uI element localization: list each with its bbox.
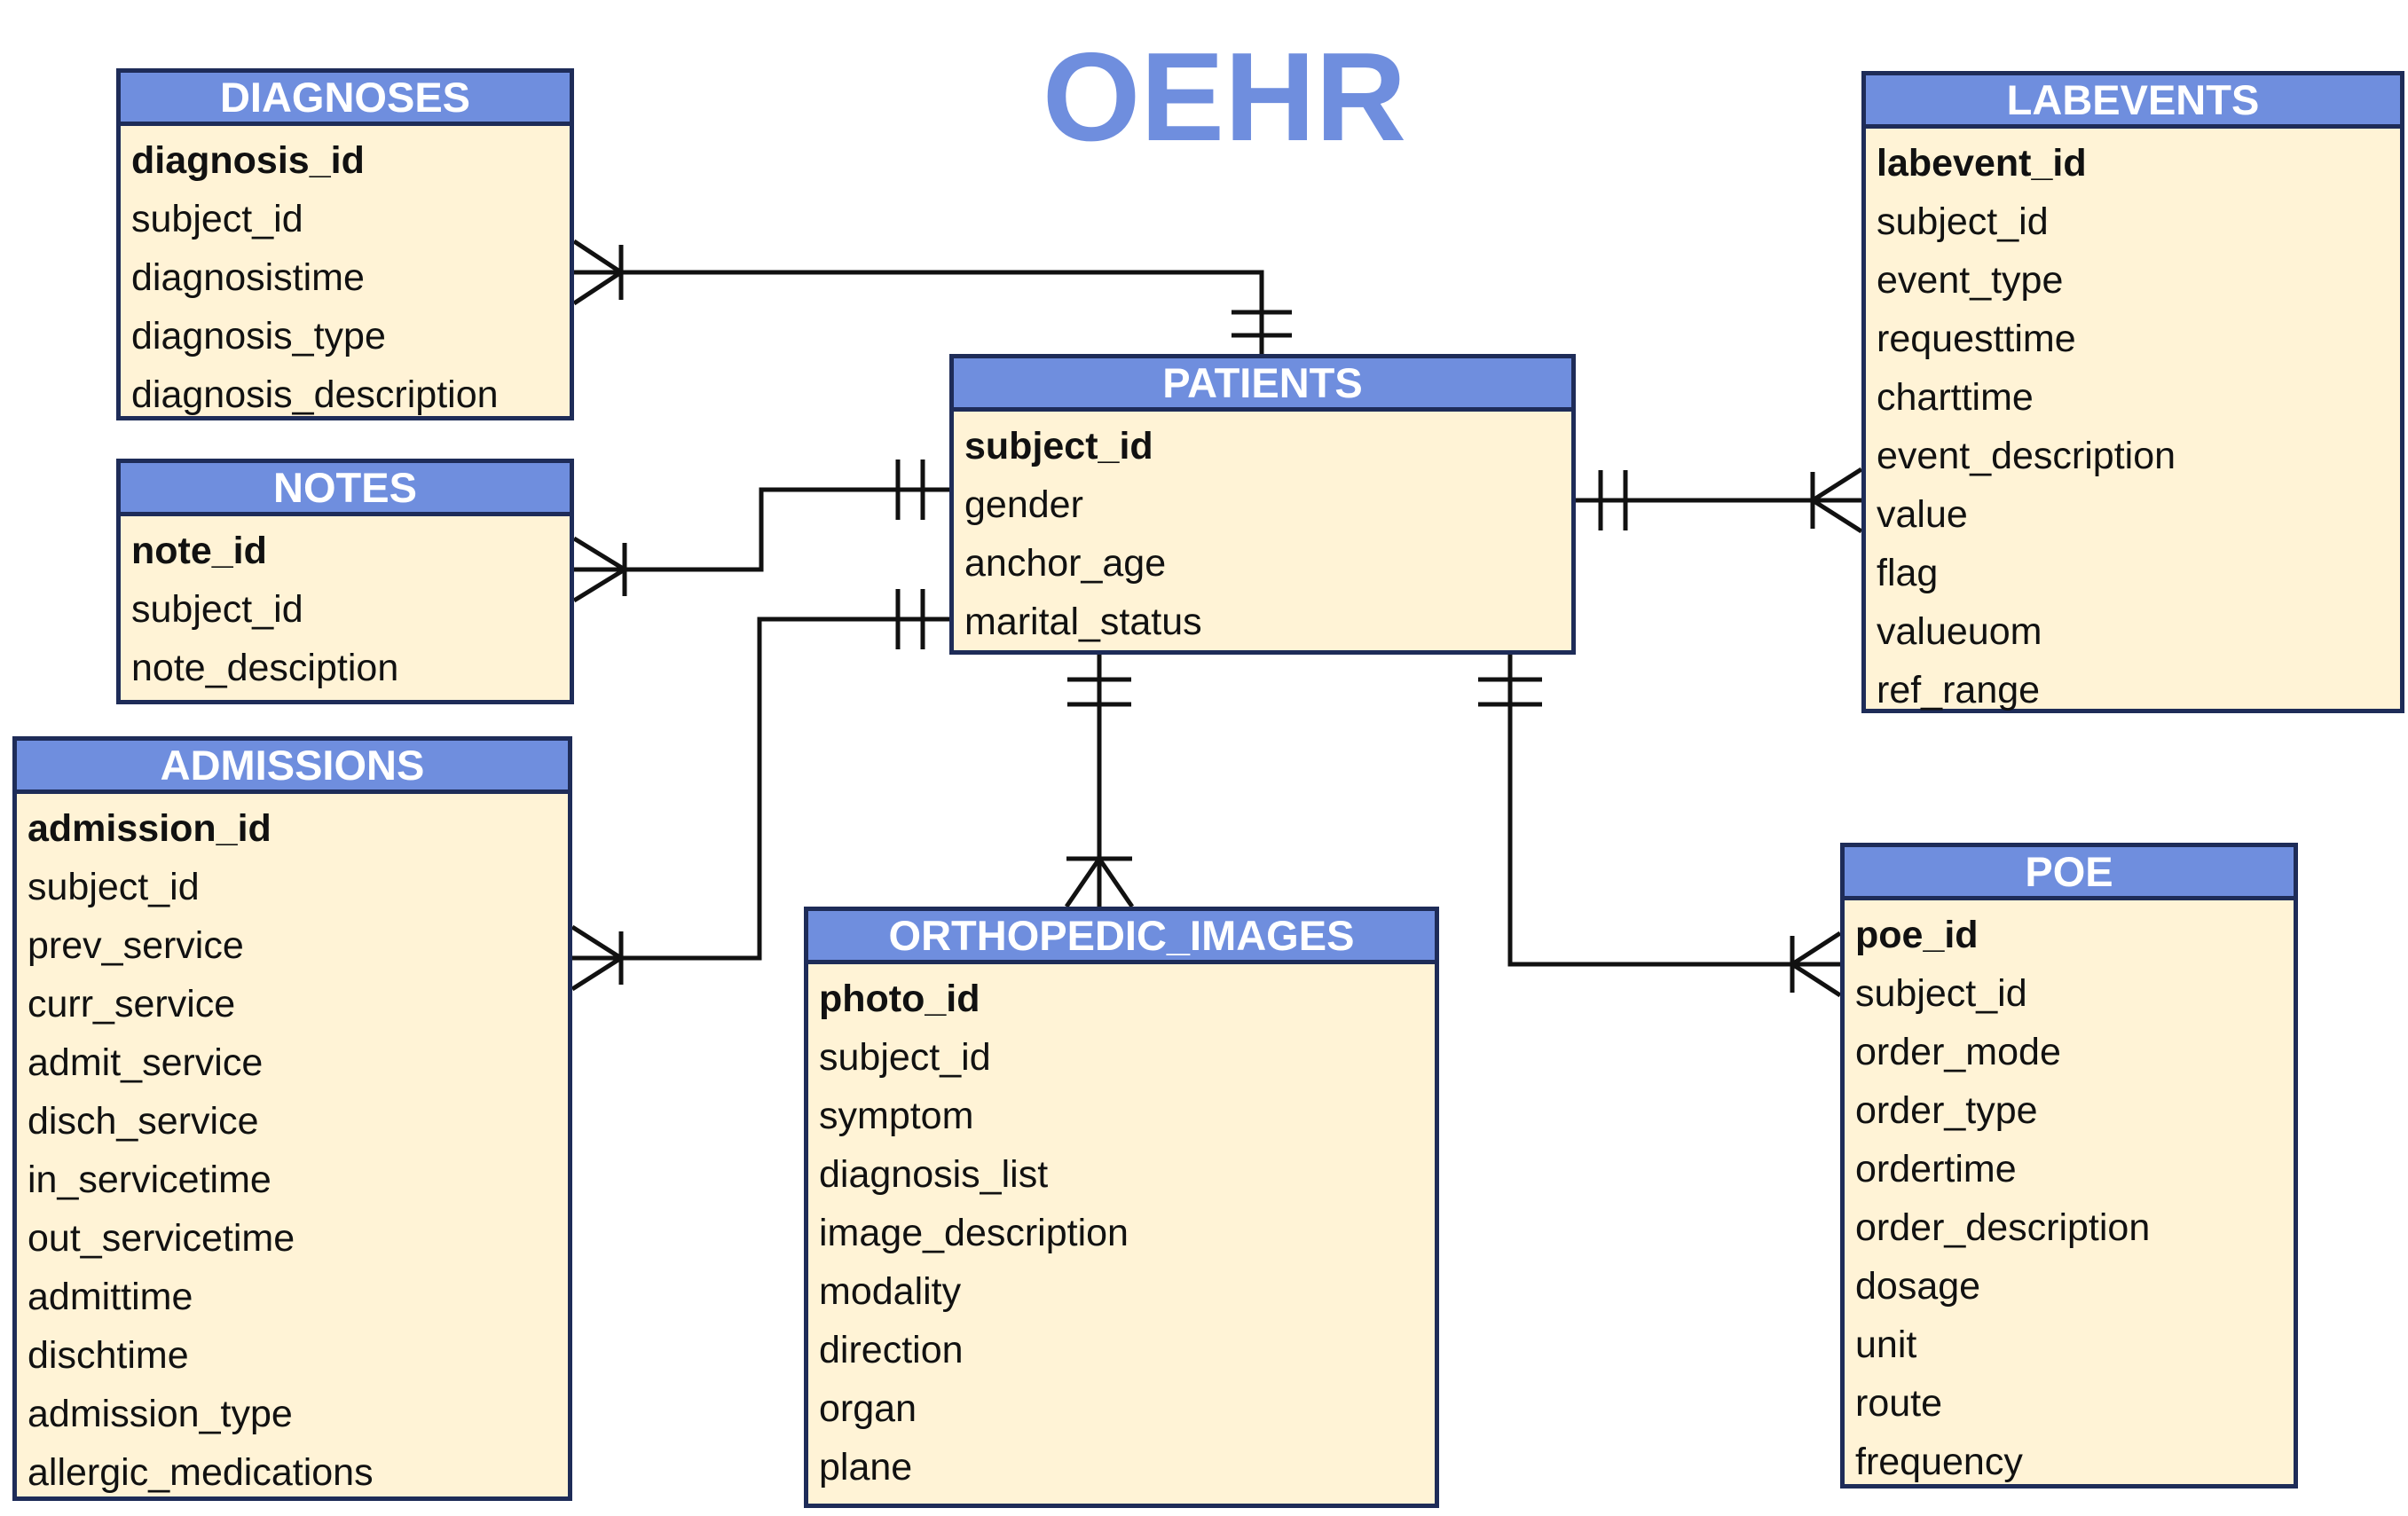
entity-orthopedic-images[interactable]: ORTHOPEDIC_IMAGES photo_id subject_id sy… (804, 907, 1439, 1508)
field-list: poe_id subject_id order_mode order_type … (1845, 900, 2294, 1491)
entity-header: ORTHOPEDIC_IMAGES (808, 911, 1435, 964)
field: prev_service (28, 924, 244, 967)
field: ordertime (1855, 1148, 2017, 1190)
field: organ (819, 1387, 917, 1430)
field: dosage (1855, 1265, 1981, 1308)
relationship-patients-orthopedic-images (1064, 655, 1135, 908)
field: in_servicetime (28, 1159, 271, 1201)
field: flag (1877, 552, 1939, 594)
field: anchor_age (964, 542, 1167, 585)
field: note_desciption (131, 647, 399, 689)
field: disch_service (28, 1100, 259, 1143)
field: diagnosis_type (131, 315, 386, 357)
field: valueuom (1877, 610, 2042, 653)
field: admit_service (28, 1041, 264, 1084)
entity-labevents[interactable]: LABEVENTS labevent_id subject_id event_t… (1861, 71, 2404, 713)
field-list: note_id subject_id note_desciption (121, 516, 570, 697)
field: admission_type (28, 1393, 293, 1435)
field: value (1877, 493, 1968, 536)
field: order_description (1855, 1206, 2151, 1249)
entity-admissions[interactable]: ADMISSIONS admission_id subject_id prev_… (12, 736, 572, 1501)
field: route (1855, 1382, 1943, 1425)
field: frequency (1855, 1441, 2023, 1483)
field: admittime (28, 1276, 193, 1318)
field-primary-key: note_id (131, 530, 267, 572)
field: subject_id (131, 588, 303, 631)
field-list: subject_id gender anchor_age marital_sta… (954, 412, 1571, 651)
field: subject_id (819, 1036, 991, 1079)
field: diagnosis_list (819, 1153, 1049, 1196)
entity-header: POE (1845, 847, 2294, 900)
field: order_type (1855, 1089, 2038, 1132)
field: diagnosistime (131, 256, 365, 299)
field: unit (1855, 1324, 1917, 1366)
field-list: photo_id subject_id symptom diagnosis_li… (808, 964, 1435, 1496)
field: marital_status (964, 601, 1202, 643)
field: requesttime (1877, 318, 2076, 360)
field: diagnosis_description (131, 373, 499, 416)
entity-header: DIAGNOSES (121, 73, 570, 126)
field: gender (964, 483, 1083, 526)
entity-poe[interactable]: POE poe_id subject_id order_mode order_t… (1840, 843, 2298, 1489)
field: modality (819, 1270, 962, 1313)
field: out_servicetime (28, 1217, 295, 1260)
field: event_description (1877, 435, 2176, 477)
field: allergic_medications (28, 1451, 374, 1494)
field: plane (819, 1446, 913, 1489)
field: ref_range (1877, 669, 2041, 711)
relationship-patients-diagnoses (572, 239, 1292, 354)
field: symptom (819, 1095, 974, 1137)
entity-header: LABEVENTS (1866, 75, 2400, 129)
field: charttime (1877, 376, 2034, 419)
field: order_mode (1855, 1031, 2061, 1073)
field-primary-key: diagnosis_id (131, 139, 365, 182)
field: dischtime (28, 1334, 189, 1377)
entity-notes[interactable]: NOTES note_id subject_id note_desciption (116, 459, 574, 704)
field: subject_id (1855, 972, 2027, 1015)
field: subject_id (1877, 200, 2049, 243)
field: event_type (1877, 259, 2064, 302)
field: subject_id (131, 198, 303, 240)
entity-header: NOTES (121, 463, 570, 516)
field-list: labevent_id subject_id event_type reques… (1866, 129, 2400, 719)
field-primary-key: poe_id (1855, 914, 1979, 956)
field-primary-key: labevent_id (1877, 142, 2087, 185)
field: subject_id (28, 866, 200, 908)
entity-header: PATIENTS (954, 358, 1571, 412)
entity-diagnoses[interactable]: DIAGNOSES diagnosis_id subject_id diagno… (116, 68, 574, 420)
relationship-patients-admissions (571, 589, 949, 992)
field-list: admission_id subject_id prev_service cur… (17, 794, 568, 1502)
entity-header: ADMISSIONS (17, 741, 568, 794)
entity-patients[interactable]: PATIENTS subject_id gender anchor_age ma… (949, 354, 1576, 655)
field-list: diagnosis_id subject_id diagnosistime di… (121, 126, 570, 424)
field: image_description (819, 1212, 1129, 1254)
relationship-patients-poe (1478, 655, 1842, 998)
field-primary-key: admission_id (28, 807, 271, 850)
field-primary-key: subject_id (964, 425, 1153, 467)
relationship-patients-notes (572, 460, 949, 603)
diagram-title: OEHR (1042, 27, 1407, 168)
relationship-patients-labevents (1576, 467, 1863, 534)
field: curr_service (28, 983, 236, 1025)
field: direction (819, 1329, 964, 1371)
field-primary-key: photo_id (819, 978, 980, 1020)
